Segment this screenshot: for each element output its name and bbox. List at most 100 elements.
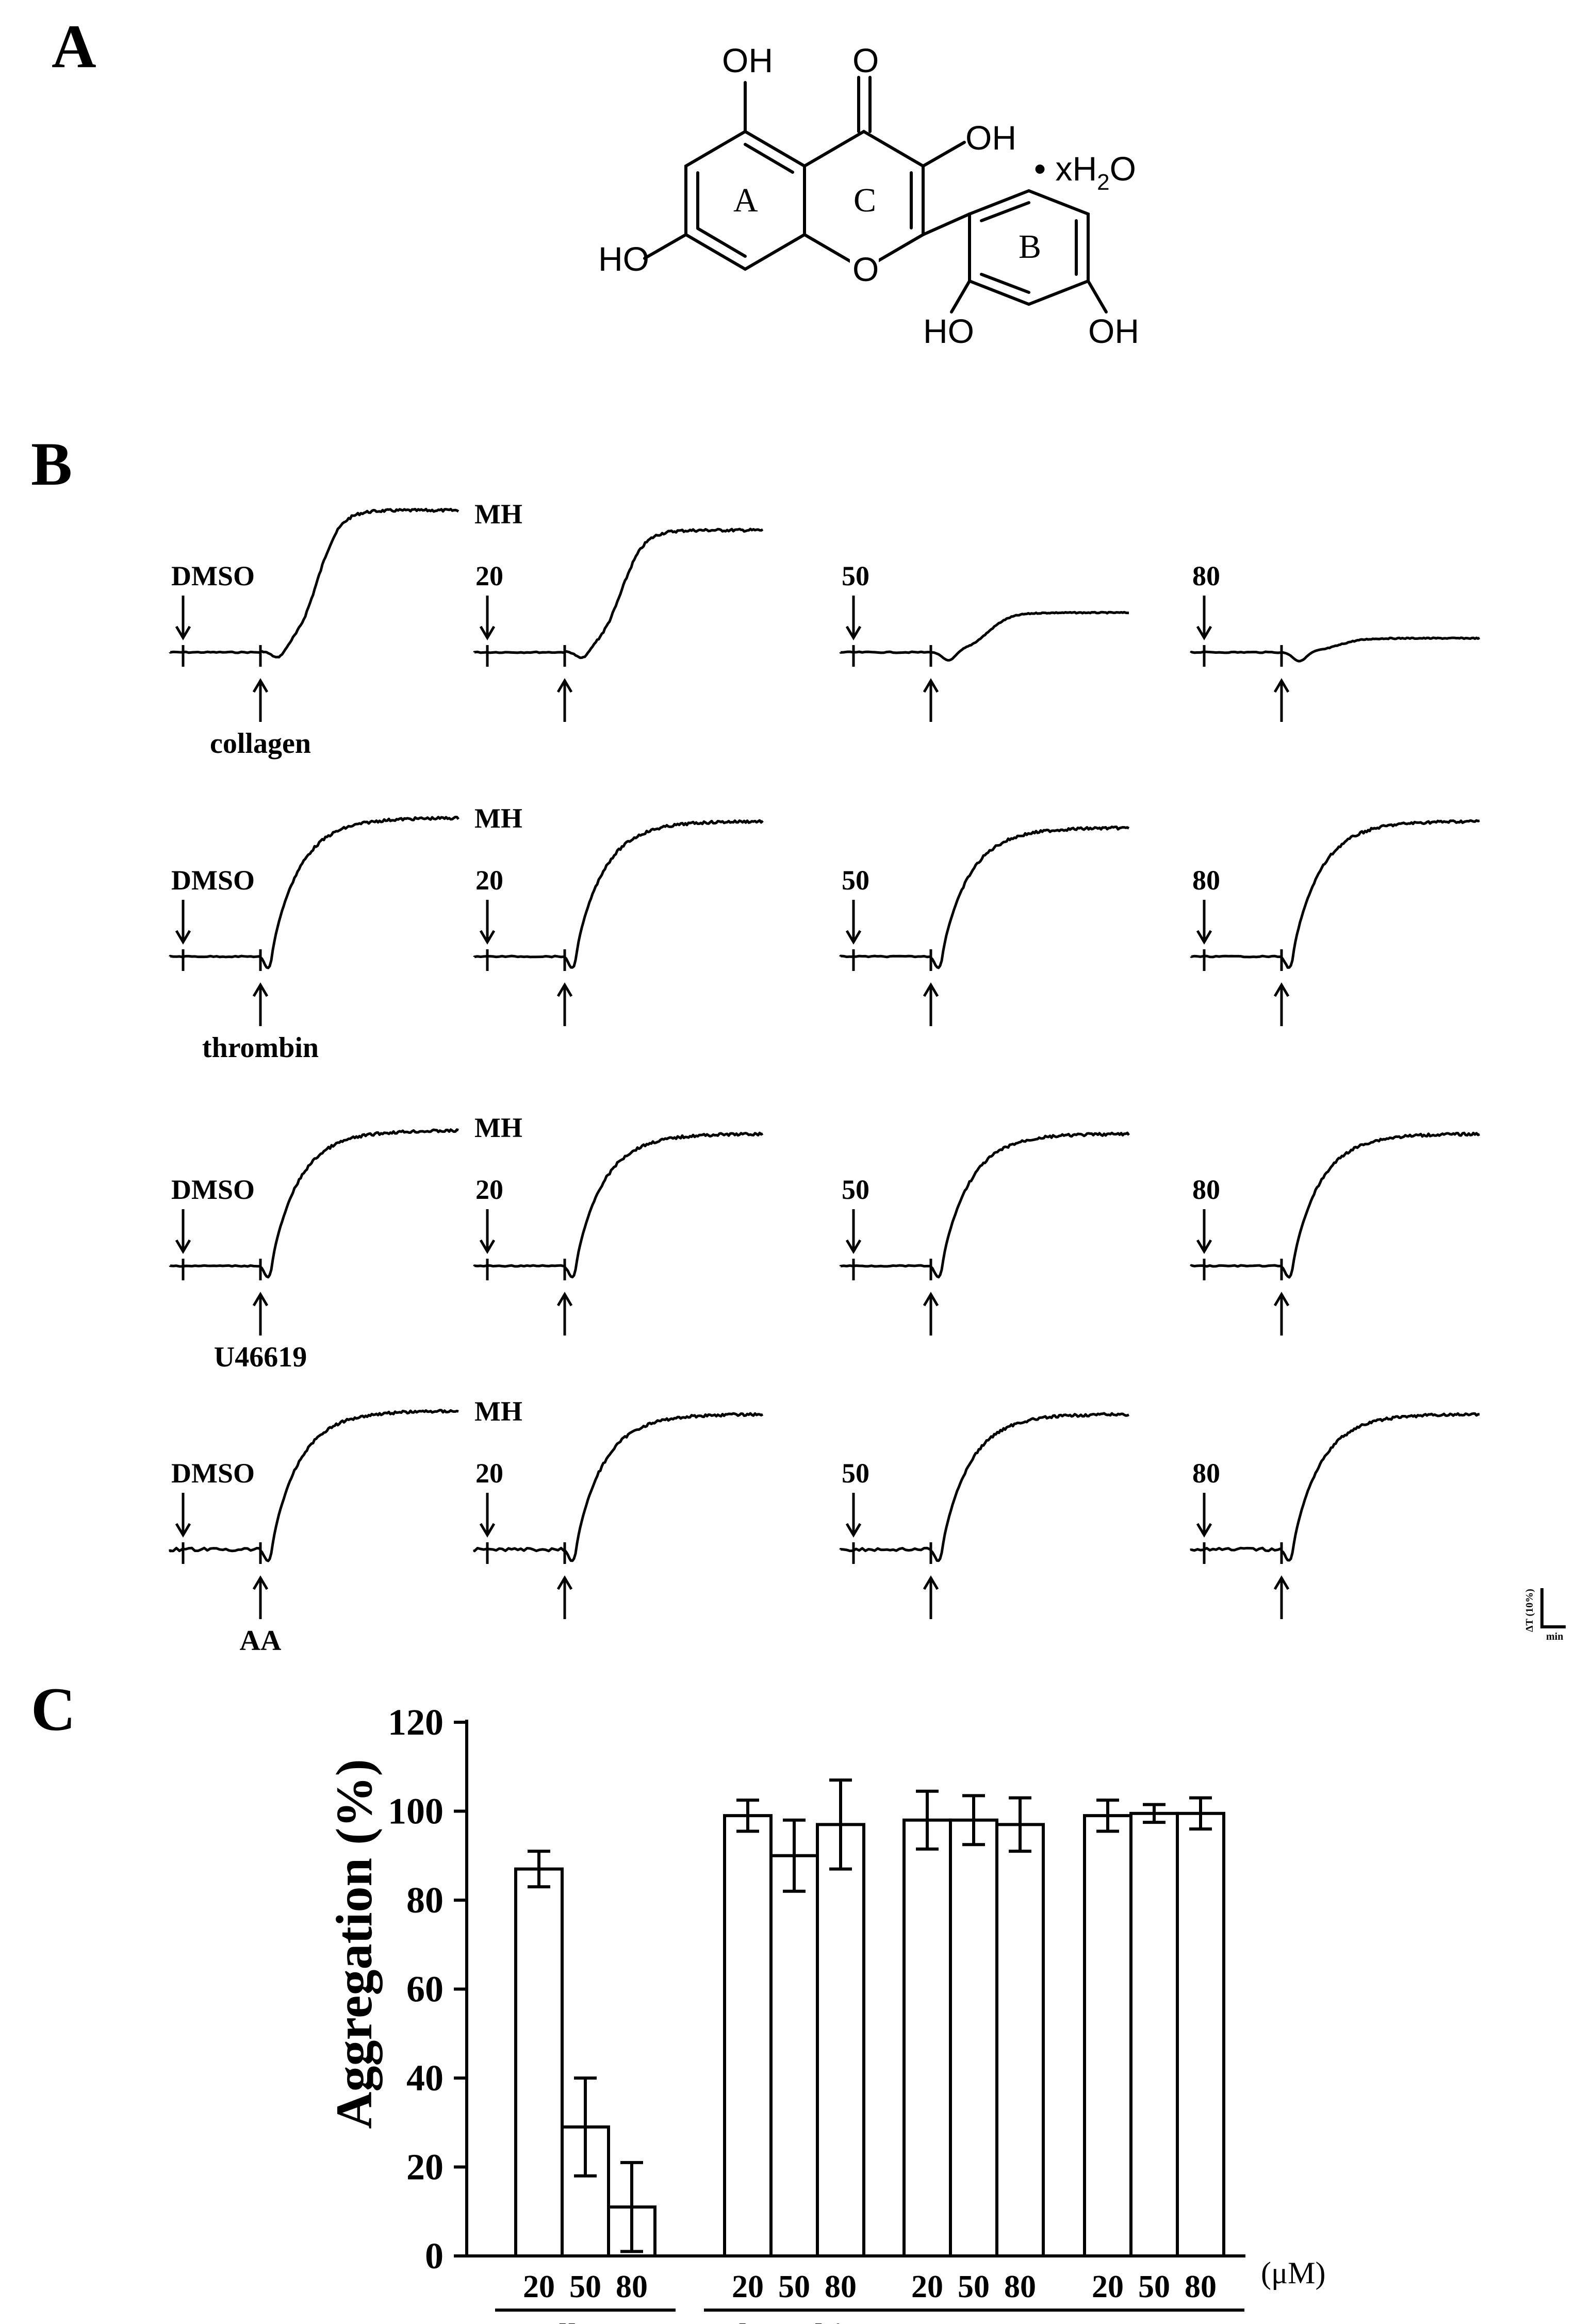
agonist-arrow [1273, 678, 1290, 722]
aggregation-trace [473, 1412, 764, 1562]
agonist-arrow [1273, 1292, 1290, 1336]
agonist-arrow [1273, 982, 1290, 1026]
treatment-label: 50 [842, 865, 869, 896]
agonist-label: U46619 [214, 1341, 307, 1373]
agonist-arrow [252, 1292, 269, 1336]
y-tick-label: 40 [406, 2057, 444, 2099]
treatment-arrow [175, 596, 191, 640]
treatment-label: 20 [475, 1174, 503, 1205]
oh3-label: OH [965, 119, 1016, 157]
treatment-label: 80 [1192, 865, 1220, 896]
agonist-label: collagen [210, 728, 311, 760]
treatment-label: 80 [1192, 1458, 1220, 1489]
scale-bar: ΔT (10%) min [1524, 1588, 1566, 1642]
aggregation-trace [839, 826, 1130, 969]
ring-b-double-3 [980, 273, 1030, 294]
bar [949, 1818, 998, 2257]
aggregation-trace [1190, 819, 1480, 969]
mh-label: MH [474, 1112, 522, 1143]
concentration-label: 20 [1092, 2269, 1124, 2304]
treatment-arrow [175, 1493, 191, 1538]
treatment-label: DMSO [171, 1458, 255, 1489]
hydrate-label: • xH2O [1034, 150, 1136, 195]
error-bar [574, 2076, 597, 2178]
agonist-arrow [556, 1292, 573, 1336]
agonist-arrow [252, 1575, 269, 1619]
ring-a-label: A [733, 182, 758, 219]
bar [816, 1823, 865, 2257]
concentration-label: 80 [1004, 2269, 1036, 2304]
aggregation-trace [1190, 1131, 1481, 1279]
bar [723, 1814, 773, 2257]
concentration-label: 50 [569, 2269, 601, 2304]
concentration-label: 20 [523, 2269, 555, 2304]
bar [902, 1818, 952, 2257]
aggregation-trace [169, 1409, 459, 1562]
error-bar [916, 1789, 939, 1851]
concentration-label: 20 [911, 2269, 943, 2304]
treatment-label: DMSO [171, 865, 255, 896]
error-bar [1143, 1803, 1165, 1824]
oh2p-bond [950, 279, 971, 314]
bar-chart: 020406080100120205080collagen205080throm… [388, 1702, 1245, 2324]
panel-a-letter: A [52, 12, 96, 80]
y-axis-label: Aggregation (%) [325, 1759, 383, 2129]
c2-ring-b-bond [922, 212, 971, 236]
treatment-label: 20 [475, 561, 503, 591]
y-tick-label: 60 [406, 1969, 444, 2010]
treatment-label: 50 [842, 561, 869, 591]
concentration-label: 50 [1138, 2269, 1170, 2304]
panel-b-letter: B [31, 430, 72, 498]
scale-bar-lines [1540, 1588, 1566, 1628]
group-label: U46619 [921, 2317, 1027, 2324]
treatment-arrow [845, 1209, 862, 1254]
oh4p-bond [1087, 279, 1108, 314]
treatment-label: 20 [475, 865, 503, 896]
treatment-label: 20 [475, 1458, 503, 1489]
mh-label: MH [474, 803, 522, 834]
concentration-label: 50 [958, 2269, 990, 2304]
agonist-arrow [923, 678, 939, 722]
error-bar [1189, 1796, 1212, 1831]
aggregation-trace [169, 507, 459, 658]
agonist-label: thrombin [202, 1032, 319, 1064]
agonist-arrow [252, 678, 269, 722]
chemical-structure [643, 76, 1108, 314]
mh-label: MH [474, 499, 522, 530]
bar [1129, 1811, 1179, 2257]
y-tick-label: 100 [388, 1791, 444, 1832]
agonist-arrow [1273, 1575, 1290, 1619]
treatment-arrow [479, 1493, 496, 1538]
agonist-arrow [556, 1575, 573, 1619]
treatment-arrow [845, 1493, 862, 1538]
error-bar [620, 2161, 643, 2253]
treatment-arrow [479, 596, 496, 640]
oh4p-label: OH [1088, 312, 1139, 350]
treatment-arrow [1196, 1209, 1212, 1254]
treatment-arrow [175, 1209, 191, 1254]
panel-c-letter: C [31, 1675, 76, 1743]
agonist-arrow [556, 678, 573, 722]
aggregation-trace [1190, 636, 1481, 663]
chemical-labels: OH O OH • xH2O HO O A C B HO OH [598, 41, 1139, 350]
aggregation-trace [839, 1131, 1130, 1279]
ring-a-double-1 [744, 143, 794, 174]
agonist-arrow [556, 982, 573, 1026]
treatment-label: DMSO [171, 1174, 255, 1205]
scale-bar-x-label: min [1546, 1631, 1563, 1642]
treatment-arrow [1196, 1493, 1212, 1538]
agonist-arrow [923, 1292, 939, 1336]
group-label: collagen [528, 2317, 643, 2324]
error-bar [829, 1778, 852, 1871]
ketone-o-label: O [852, 41, 879, 79]
ring-b-label: B [1019, 228, 1041, 266]
ring-a-double-2 [696, 227, 747, 258]
treatment-label: 50 [842, 1174, 869, 1205]
concentration-label: 80 [616, 2269, 648, 2304]
aggregation-trace [473, 528, 764, 660]
y-tick-label: 80 [406, 1880, 444, 1921]
error-bar [783, 1818, 806, 1893]
treatment-arrow [845, 596, 862, 640]
scale-bar-y-label: ΔT (10%) [1524, 1589, 1535, 1632]
